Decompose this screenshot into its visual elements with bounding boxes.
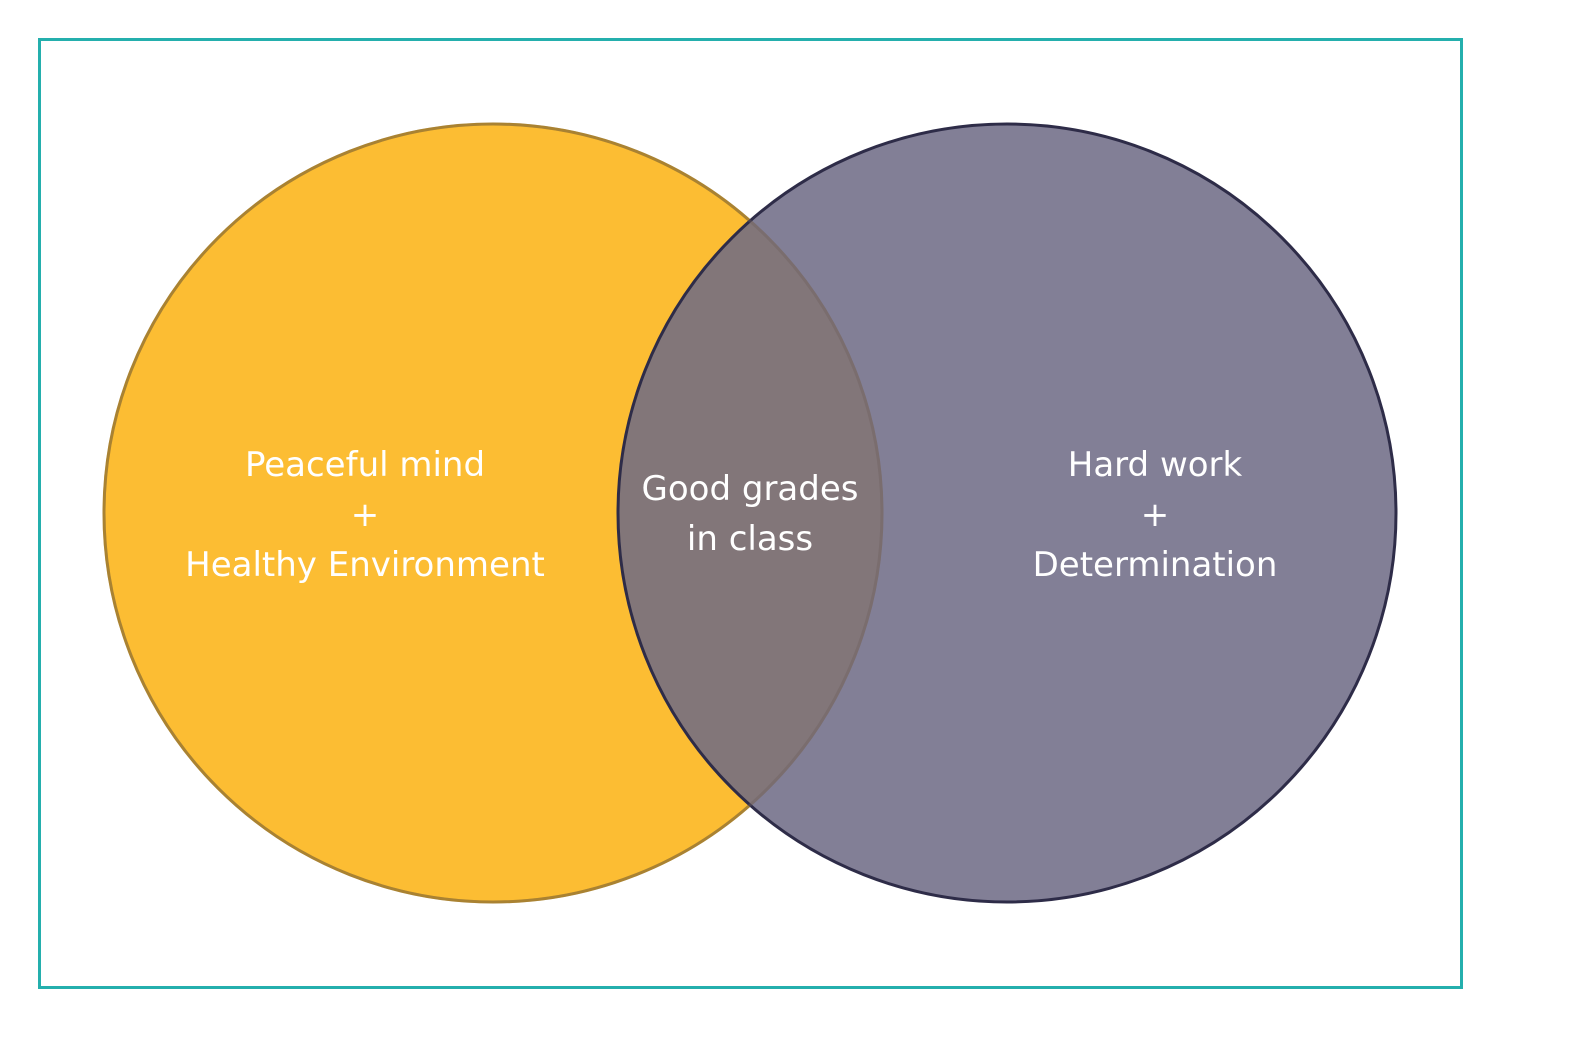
right-label-line-1: Hard work — [1067, 445, 1243, 485]
right-label-line-2: Determination — [1032, 545, 1278, 585]
left-label-plus: + — [350, 495, 380, 535]
intersection-label-line-2: in class — [686, 519, 814, 559]
left-label-line-2: Healthy Environment — [185, 545, 545, 585]
left-label-line-1: Peaceful mind — [244, 445, 486, 485]
right-set-label: Hard work + Determination — [1005, 440, 1305, 590]
intersection-label: Good grades in class — [610, 464, 890, 564]
intersection-label-line-1: Good grades — [641, 469, 859, 509]
right-label-plus: + — [1140, 495, 1170, 535]
left-set-label: Peaceful mind + Healthy Environment — [155, 440, 575, 590]
right-circle — [616, 122, 1398, 904]
diagram-frame — [38, 38, 1463, 989]
